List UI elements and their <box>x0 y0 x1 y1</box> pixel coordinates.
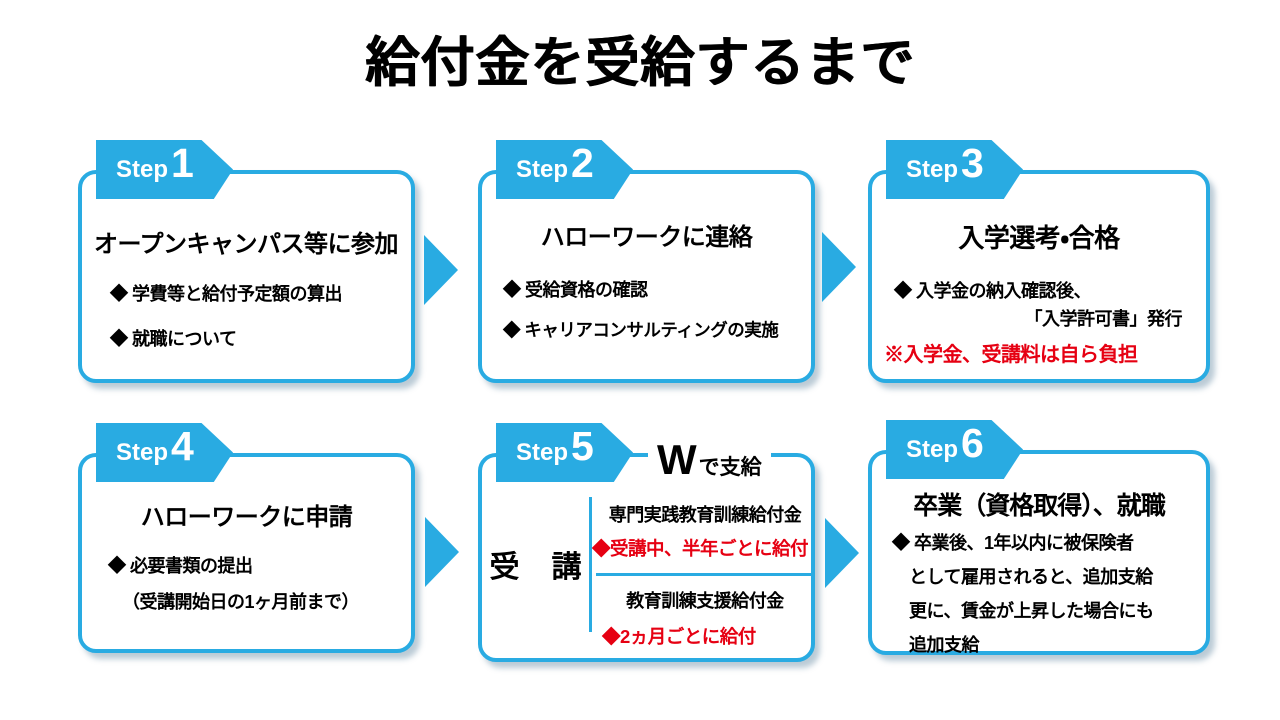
step6-card: Step 6 卒業（資格取得）、就職 ◆ 卒業後、1年以内に被保険者 として雇用… <box>868 420 1210 655</box>
step2-title: ハローワークに連絡 <box>540 224 753 251</box>
step-number: 2 <box>571 140 594 186</box>
step4-card: Step 4 ハローワークに申請 ◆ 必要書類の提出 （受講開始日の1ヶ月前まで… <box>78 423 415 653</box>
step5-double-payment-note: W で支給 <box>648 437 771 483</box>
step2-bullet-2: ◆ キャリアコンサルティングの実施 <box>503 320 779 340</box>
step-label: Step <box>516 156 569 183</box>
page-title: 給付金を受給するまで <box>365 33 915 93</box>
step-label: Step <box>116 156 169 183</box>
step6-bullet-block: ◆ 卒業後、1年以内に被保険者 として雇用されると、追加支給 更に、賃金が上昇し… <box>892 533 1154 655</box>
step1-title: オープンキャンパス等に参加 <box>94 231 399 258</box>
step4-title: ハローワークに申請 <box>140 504 353 531</box>
step-number: 4 <box>171 423 194 469</box>
step5-benefit2-name: 教育訓練支援給付金 <box>626 591 784 611</box>
vertical-divider <box>589 497 592 632</box>
step-number: 5 <box>571 423 594 469</box>
step1-banner: Step 1 <box>96 140 233 199</box>
step3-title: 入学選考・合格 <box>958 223 1120 253</box>
step3-bullet-1: ◆ 入学金の納入確認後、 <box>894 281 1092 301</box>
step2-card: Step 2 ハローワークに連絡 ◆ 受給資格の確認 ◆ キャリアコンサルティン… <box>478 140 815 383</box>
step5-attendance-label: 受 講 <box>489 551 583 584</box>
step5-benefit2-detail: ◆2ヵ月ごとに給付 <box>602 626 756 647</box>
step5-card: Step 5 W で支給 受 講 専門実践教育訓練給付金 ◆受講中、半年ごとに給… <box>478 423 815 662</box>
flow-arrow-step5-step6 <box>825 518 859 588</box>
step3-banner: Step 3 <box>886 140 1023 199</box>
step-number: 6 <box>961 420 984 466</box>
step4-bullet-1: ◆ 必要書類の提出 <box>108 556 253 576</box>
step6-banner: Step 6 <box>886 420 1023 479</box>
flow-arrow-step2-step3 <box>822 232 856 302</box>
step4-banner: Step 4 <box>96 423 233 482</box>
step-label: Step <box>906 156 959 183</box>
step6-title: 卒業（資格取得）、就職 <box>913 492 1166 520</box>
step-label: Step <box>906 436 959 463</box>
step2-bullet-1: ◆ 受給資格の確認 <box>503 280 648 300</box>
step2-banner: Step 2 <box>496 140 633 199</box>
step5-benefit1-detail: ◆受講中、半年ごとに給付 <box>592 538 809 559</box>
step5-benefit1-name: 専門実践教育訓練給付金 <box>608 505 802 525</box>
w-note-text: で支給 <box>698 456 762 479</box>
step3-card: Step 3 入学選考・合格 ◆ 入学金の納入確認後、 「入学許可書」発行 ※入… <box>868 140 1210 383</box>
step4-bullet-1-continuation: （受講開始日の1ヶ月前まで） <box>122 592 360 612</box>
step1-bullet-1: ◆ 学費等と給付予定額の算出 <box>110 284 343 304</box>
step-label: Step <box>116 439 169 466</box>
flow-arrow-step4-step5 <box>425 517 459 587</box>
step-number: 1 <box>171 140 194 186</box>
w-letter: W <box>657 436 697 483</box>
step3-bullet-1-continuation: 「入学許可書」発行 <box>1024 309 1183 329</box>
step3-self-pay-note: ※入学金、受講料は自ら負担 <box>884 344 1138 366</box>
step1-bullet-2: ◆ 就職について <box>110 329 237 349</box>
step-label: Step <box>516 439 569 466</box>
step-number: 3 <box>961 140 984 186</box>
horizontal-divider <box>596 573 814 576</box>
step5-banner: Step 5 <box>496 423 633 482</box>
flow-arrow-step1-step2 <box>424 235 458 305</box>
step1-card: Step 1 オープンキャンパス等に参加 ◆ 学費等と給付予定額の算出 ◆ 就職… <box>78 140 415 383</box>
